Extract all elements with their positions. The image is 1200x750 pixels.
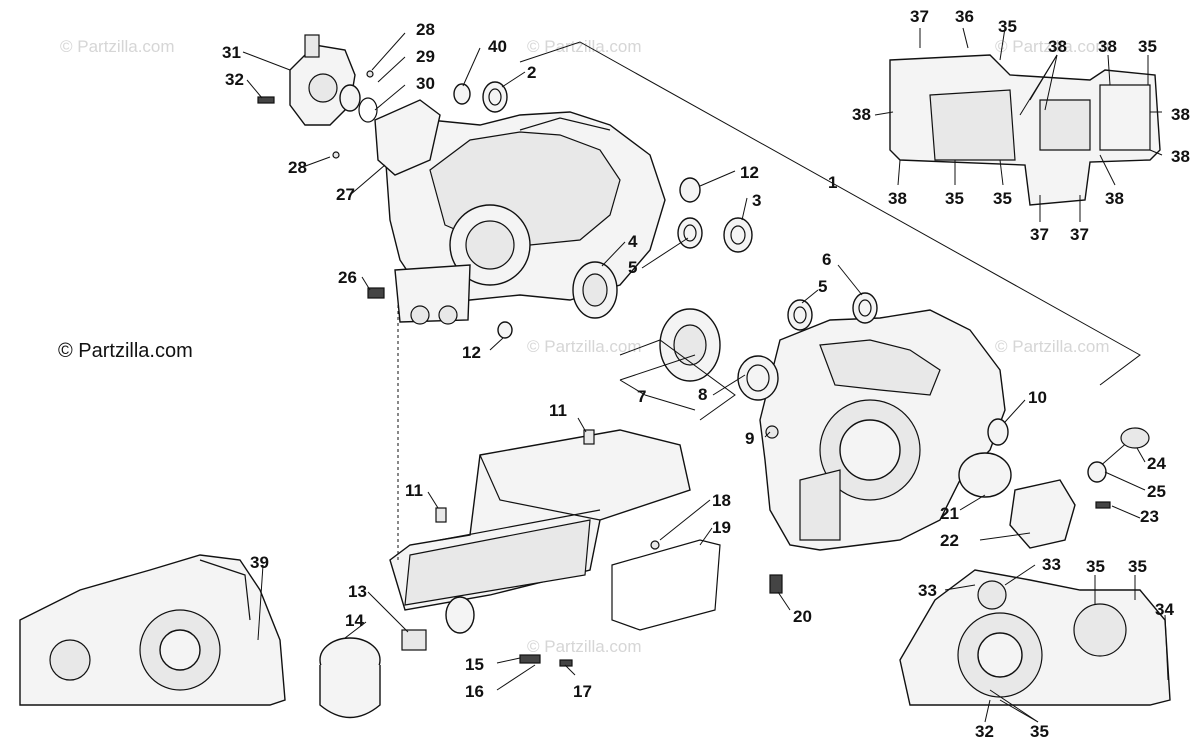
- callout-24: 24: [1147, 454, 1166, 473]
- leader-lines: [242, 27, 1169, 723]
- callout-19: 19: [712, 518, 731, 537]
- callout-23: 23: [1140, 507, 1159, 526]
- callout-9: 9: [745, 429, 754, 448]
- callout-25: 25: [1147, 482, 1166, 501]
- callout-34: 34: [1155, 600, 1174, 619]
- callout-33-left: 33: [918, 581, 937, 600]
- right-crankcase-half: [759, 309, 1006, 551]
- callout-38-bottom-left: 38: [888, 189, 907, 208]
- callout-35-bottom-a: 35: [1030, 722, 1049, 741]
- callout-35-mid-left: 35: [945, 189, 964, 208]
- callout-17: 17: [573, 682, 592, 701]
- oil-filter-screen: [958, 427, 1150, 549]
- callout-38-right-lower: 38: [1171, 147, 1190, 166]
- callout-32-upper: 32: [225, 70, 244, 89]
- watermark: © Partzilla.com: [527, 637, 642, 656]
- watermark: © Partzilla.com: [527, 37, 642, 56]
- callout-12-upper: 12: [740, 163, 759, 182]
- watermark: © Partzilla.com: [60, 37, 175, 56]
- watermark: © Partzilla.com: [527, 337, 642, 356]
- gasket: [435, 429, 783, 631]
- callout-16: 16: [465, 682, 484, 701]
- bearings-mid: [659, 292, 1009, 446]
- callout-35-top-right: 35: [1138, 37, 1157, 56]
- callout-6: 6: [822, 250, 831, 269]
- oil-pan: [389, 429, 691, 611]
- callout-14: 14: [345, 611, 364, 630]
- callout-38-bottom-right: 38: [1105, 189, 1124, 208]
- inset-top-view: [889, 54, 1161, 206]
- callout-1: 1: [828, 173, 837, 192]
- callout-18: 18: [712, 491, 731, 510]
- callout-13: 13: [348, 582, 367, 601]
- callout-5-upper: 5: [628, 258, 637, 277]
- callout-38-top-right: 38: [1098, 37, 1117, 56]
- callout-15: 15: [465, 655, 484, 674]
- callout-40: 40: [488, 37, 507, 56]
- callout-31: 31: [222, 43, 241, 62]
- callout-38-top: 38: [1048, 37, 1067, 56]
- callout-35-mid: 35: [993, 189, 1012, 208]
- callout-5-lower: 5: [818, 277, 827, 296]
- watermark: © Partzilla.com: [995, 37, 1110, 56]
- inset-right-case: [899, 569, 1171, 706]
- callout-37-bottom-b: 37: [1070, 225, 1089, 244]
- inset-left-case: [19, 554, 286, 706]
- callout-7: 7: [637, 387, 646, 406]
- watermark: © Partzilla.com: [995, 337, 1110, 356]
- callout-3: 3: [752, 191, 761, 210]
- callout-21: 21: [940, 504, 959, 523]
- copyright-notice: © Partzilla.com: [58, 340, 193, 362]
- oil-pump-assembly: [257, 34, 441, 176]
- callout-37-top: 37: [910, 7, 929, 26]
- callout-35-top: 35: [998, 17, 1017, 36]
- callout-labels: 1 2 3 4 5 5 6 7 8 9 10 11 11 12 12 13 14…: [222, 7, 1190, 741]
- bracket-lines: [519, 41, 1141, 421]
- callout-38-right: 38: [1171, 105, 1190, 124]
- callout-38-left: 38: [852, 105, 871, 124]
- spin-on-oil-filter: [319, 596, 573, 719]
- bearings-upper: [367, 81, 753, 339]
- callout-11-upper: 11: [549, 401, 567, 420]
- callout-10: 10: [1028, 388, 1047, 407]
- callout-22: 22: [940, 531, 959, 550]
- callout-30: 30: [416, 74, 435, 93]
- callout-11-lower: 11: [405, 481, 423, 500]
- callout-28-lower: 28: [288, 158, 307, 177]
- left-crankcase-half: [384, 111, 666, 325]
- callout-4: 4: [628, 232, 638, 251]
- callout-35-case-a: 35: [1086, 557, 1105, 576]
- callout-37-bottom-a: 37: [1030, 225, 1049, 244]
- callout-28-upper: 28: [416, 20, 435, 39]
- callout-20: 20: [793, 607, 812, 626]
- callout-32-lower: 32: [975, 722, 994, 741]
- callout-35-case-b: 35: [1128, 557, 1147, 576]
- callout-27: 27: [336, 185, 355, 204]
- callout-2: 2: [527, 63, 536, 82]
- callout-33-right: 33: [1042, 555, 1061, 574]
- callout-8: 8: [698, 385, 707, 404]
- callout-39: 39: [250, 553, 269, 572]
- callout-12-lower: 12: [462, 343, 481, 362]
- callout-26: 26: [338, 268, 357, 287]
- callout-36: 36: [955, 7, 974, 26]
- callout-29: 29: [416, 47, 435, 66]
